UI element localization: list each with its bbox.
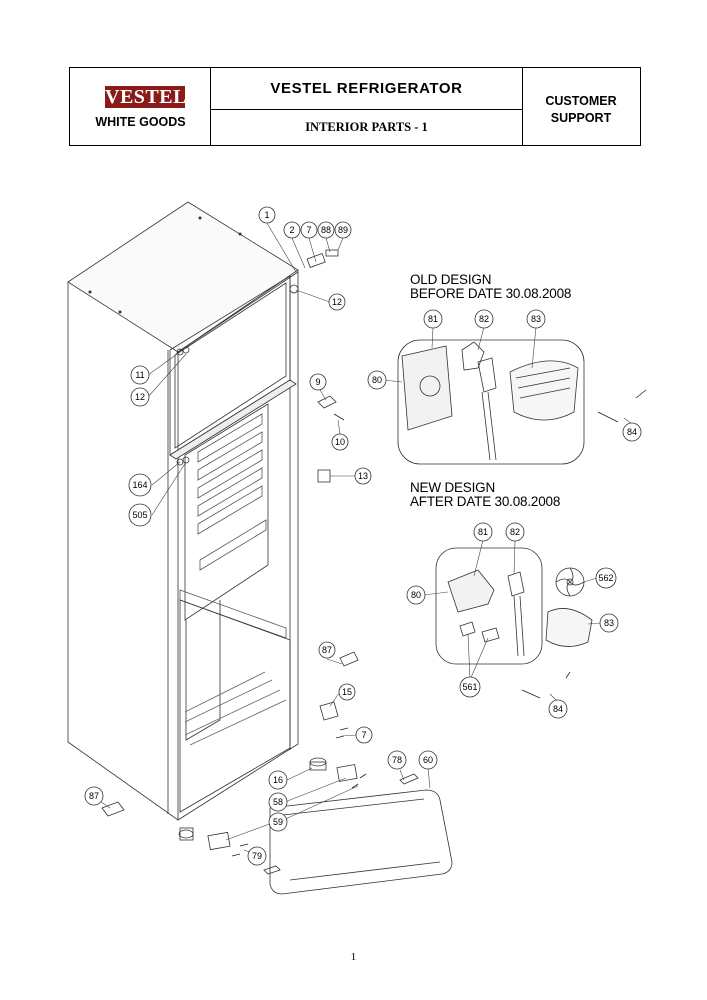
header-table: VESTEL WHITE GOODS VESTEL REFRIGERATOR I… (69, 67, 641, 146)
callout-84b (548, 699, 568, 719)
callout-text-87b: 87 (89, 791, 99, 801)
customer-support-label: CUSTOMER SUPPORT (522, 93, 640, 127)
callout-82a (474, 309, 494, 329)
callout-text-81a: 81 (428, 314, 438, 324)
callout-15 (338, 683, 356, 701)
support-cell (522, 68, 640, 145)
callout-text-12a: 12 (332, 297, 342, 307)
document-subtitle: INTERIOR PARTS - 1 (305, 120, 428, 134)
callout-text-89: 89 (338, 225, 348, 235)
refrigerator-cabinet (67, 201, 299, 821)
callout-83a (526, 309, 546, 329)
callout-text-561: 561 (462, 682, 477, 692)
callout-text-60: 60 (423, 755, 433, 765)
new-design-label: NEW DESIGN AFTER DATE 30.08.2008 (410, 481, 560, 509)
callout-79 (247, 846, 267, 866)
callout-164 (128, 473, 152, 497)
old-design-fan-assembly (397, 339, 585, 465)
callout-text-16: 16 (273, 775, 283, 785)
old-design-label: OLD DESIGN BEFORE DATE 30.08.2008 (410, 273, 571, 301)
callout-text-88: 88 (321, 225, 331, 235)
callout-87b (84, 786, 104, 806)
callout-2 (283, 221, 301, 239)
callout-text-12b: 12 (135, 392, 145, 402)
screws (231, 389, 647, 857)
document-title: VESTEL REFRIGERATOR (270, 80, 463, 97)
callout-88 (317, 221, 335, 239)
callout-58 (268, 792, 288, 812)
callout-text-81b: 81 (478, 527, 488, 537)
callout-text-84a: 84 (627, 427, 637, 437)
callout-text-10: 10 (335, 437, 345, 447)
callout-text-7a: 7 (306, 225, 311, 235)
callout-10 (331, 433, 349, 451)
callout-text-80a: 80 (372, 375, 382, 385)
hinge-parts (101, 249, 359, 817)
callout-11 (130, 365, 150, 385)
callout-80a (367, 370, 387, 390)
support-line-2: SUPPORT (550, 111, 612, 125)
callout-78 (387, 750, 407, 770)
leader-lines (100, 222, 633, 857)
callout-text-2: 2 (289, 225, 294, 235)
header-divider (211, 109, 522, 110)
old-design-date: BEFORE DATE 30.08.2008 (410, 286, 572, 301)
callout-7b (355, 726, 373, 744)
callout-text-7b: 7 (361, 730, 366, 740)
callout-562 (595, 567, 617, 589)
callout-text-59: 59 (273, 817, 283, 827)
brand-cell: VESTEL WHITE GOODS (70, 68, 211, 145)
callout-text-84b: 84 (553, 704, 563, 714)
callout-16 (268, 770, 288, 790)
callout-561 (459, 676, 481, 698)
vestel-logo: VESTEL (105, 86, 187, 108)
callout-1 (258, 206, 276, 224)
callout-13 (354, 467, 372, 485)
callout-text-87a: 87 (322, 645, 332, 655)
callout-text-15: 15 (342, 687, 352, 697)
callout-12b (130, 387, 150, 407)
callout-81b (473, 522, 493, 542)
callout-text-9: 9 (315, 377, 320, 387)
callout-80b (406, 585, 426, 605)
bottom-front-parts (178, 757, 453, 895)
callout-text-83a: 83 (531, 314, 541, 324)
support-line-1: CUSTOMER (545, 94, 617, 108)
callout-text-82a: 82 (479, 314, 489, 324)
callout-60 (418, 750, 438, 770)
callout-89 (334, 221, 352, 239)
callout-text-82b: 82 (510, 527, 520, 537)
callout-59 (268, 812, 288, 832)
callout-9 (309, 373, 327, 391)
new-design-date: AFTER DATE 30.08.2008 (410, 494, 561, 509)
callout-text-83b: 83 (604, 618, 614, 628)
callout-text-1: 1 (264, 210, 269, 220)
callout-81a (423, 309, 443, 329)
callout-87a (318, 641, 336, 659)
callout-505 (128, 503, 152, 527)
callout-7a (300, 221, 318, 239)
callout-text-79: 79 (252, 851, 262, 861)
callout-text-58: 58 (273, 797, 283, 807)
callout-82b (505, 522, 525, 542)
new-design-fan-assembly (435, 547, 593, 665)
callout-12a (328, 293, 346, 311)
callout-text-562: 562 (598, 573, 613, 583)
callout-83b (599, 613, 619, 633)
page-number: 1 (350, 951, 357, 963)
new-design-title: NEW DESIGN (410, 480, 496, 495)
callout-84a (622, 422, 642, 442)
callout-text-80b: 80 (411, 590, 421, 600)
callout-text-505: 505 (132, 510, 147, 520)
callout-text-78: 78 (392, 755, 402, 765)
callout-text-11: 11 (135, 370, 144, 380)
brand-subtitle: WHITE GOODS (95, 115, 186, 129)
callout-text-164: 164 (132, 480, 147, 490)
callout-text-13: 13 (358, 471, 368, 481)
old-design-title: OLD DESIGN (410, 272, 492, 287)
callouts (84, 206, 642, 866)
